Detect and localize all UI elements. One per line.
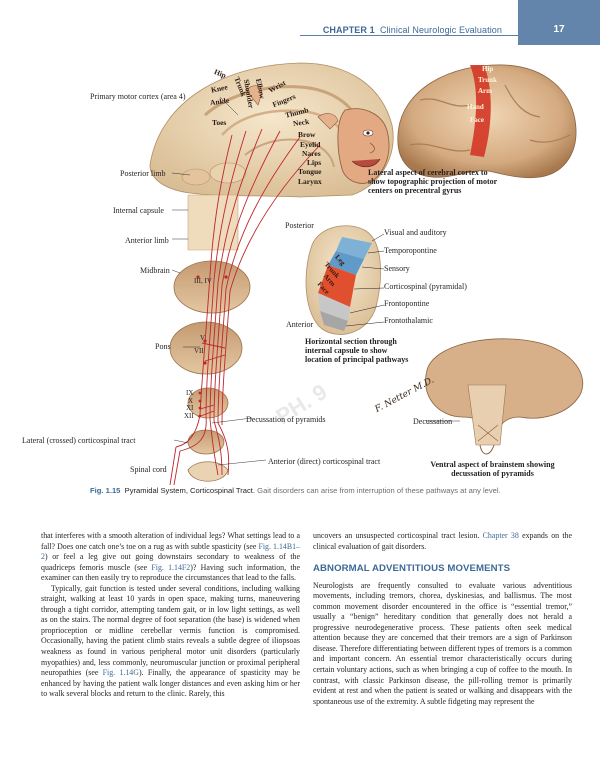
label-cn-5: V [200,334,206,342]
label-visual-auditory: Visual and auditory [384,228,447,237]
label-cn-12: XII [184,412,194,420]
label-sensory: Sensory [384,264,410,273]
right-column: uncovers an unsuspected corticospinal tr… [313,531,572,707]
cortex-region-hip: Hip [482,65,494,73]
label-primary-motor-cortex: Primary motor cortex (area 4) [90,92,186,101]
lateral-brain [397,64,577,179]
label-cn-10: X [188,397,194,405]
label-anterior: Anterior [286,320,314,329]
text-run: Typically, gait function is tested under… [41,583,300,678]
text-run: that interferes with a smooth alteration… [41,531,300,551]
homunculus-neck: Neck [292,116,310,129]
label-decussation: Decussation [413,417,453,426]
label-temporopontine: Temporopontine [384,246,437,255]
figure-number: Fig. 1.15 [90,486,121,495]
page-number-tab: 17 [518,0,600,45]
right-paragraph-1: uncovers an unsuspected corticospinal tr… [313,531,572,552]
cortex-region-trunk: Trunk [478,76,497,84]
figure-reference-link[interactable]: Fig. 1.14G [102,668,139,678]
cortex-region-hand: Hand [467,103,484,111]
label-cn-7: VII [194,347,204,355]
left-paragraph-2: Typically, gait function is tested under… [41,584,300,700]
label-cn-9: IX [186,389,194,397]
section-heading: ABNORMAL ADVENTITIOUS MOVEMENTS [313,563,511,575]
ventral-aspect-caption: Ventral aspect of brainstem showing decu… [430,460,555,478]
label-internal-capsule: Internal capsule [113,206,164,215]
page-number: 17 [553,24,565,35]
label-cn-11: XI [186,404,194,412]
label-anterior-direct-tract: Anterior (direct) corticospinal tract [268,457,381,466]
label-corticospinal-pyramidal: Corticospinal (pyramidal) [384,282,467,291]
lateral-aspect-caption: Lateral aspect of cerebral cortex to sho… [368,168,498,195]
horizontal-section-caption: Horizontal section through internal caps… [305,337,409,364]
figure-title: Pyramidal System, Corticospinal Tract. [124,486,256,495]
chapter-label: CHAPTER 1 [322,25,375,35]
homunculus-lips: Lips [307,158,322,167]
text-run: ) or feel a leg give out going downstair… [41,552,300,572]
homunculus-larynx: Larynx [298,177,322,186]
artist-signature: F. Netter M.D. [373,375,436,415]
section-leader-lines [345,233,385,327]
cranial-nerve-dots [196,275,228,418]
label-decussation-of-pyramids: Decussation of pyramids [246,415,326,424]
figure-caption: Fig. 1.15 Pyramidal System, Corticospina… [90,486,510,496]
running-head: CHAPTER 1 Clinical Neurologic Evaluation [323,25,502,35]
left-paragraph-1: that interferes with a smooth alteration… [41,531,300,584]
text-run: uncovers an unsuspected corticospinal tr… [313,531,483,540]
corticospinal-tract-lines [169,128,321,485]
figure-illustration: PH. 9 F. Netter M.D. [149,62,584,485]
pyramidal-system-figure: PH. 9 F. Netter M.D. Hip Trunk Shoulder … [0,45,600,485]
cortex-region-arm: Arm [478,87,492,95]
coronal-section [149,62,394,198]
horizontal-section [305,225,381,335]
homunculus-tongue: Tongue [298,167,322,176]
label-cn-3-4: III, IV [194,277,212,285]
homunculus-toes: Toes [212,118,227,127]
homunculus-nares: Nares [302,149,321,158]
right-paragraph-2: Neurologists are frequently consulted to… [313,580,572,706]
chapter-title: Clinical Neurologic Evaluation [379,25,502,35]
label-frontothalamic: Frontothalamic [384,316,433,325]
label-midbrain: Midbrain [140,266,170,275]
label-lateral-corticospinal-tract: Lateral (crossed) corticospinal tract [22,436,136,445]
header-rule [300,35,555,36]
label-frontopontine: Frontopontine [384,299,430,308]
figure-reference-link[interactable]: Fig. 1.14B1–2 [41,541,300,562]
text-run: expands on the clinical evaluation of ga… [313,531,572,551]
homunculus-brow: Brow [298,130,316,139]
figure-description: Gait disorders can arise from interrupti… [257,486,501,495]
label-spinal-cord: Spinal cord [130,465,167,474]
label-pons: Pons [155,342,171,351]
ventral-brainstem [425,338,584,455]
cortex-region-face: Face [470,116,484,124]
homunculus-eyelid: Eyelid [300,140,321,149]
text-run: ). Finally, the appearance of spasticity… [41,668,300,699]
label-posterior-limb: Posterior limb [120,169,166,178]
brainstem-column [169,194,251,482]
text-run: )? Having such information, the examiner… [41,562,300,583]
chapter-reference-link[interactable]: Chapter 38 [482,531,519,540]
label-anterior-limb: Anterior limb [125,236,169,245]
leader-lines [171,96,460,466]
label-posterior: Posterior [285,221,314,230]
figure-reference-link[interactable]: Fig. 1.14F2 [151,562,191,572]
homunculus-face [245,85,390,184]
left-column: that interferes with a smooth alteration… [41,531,300,700]
